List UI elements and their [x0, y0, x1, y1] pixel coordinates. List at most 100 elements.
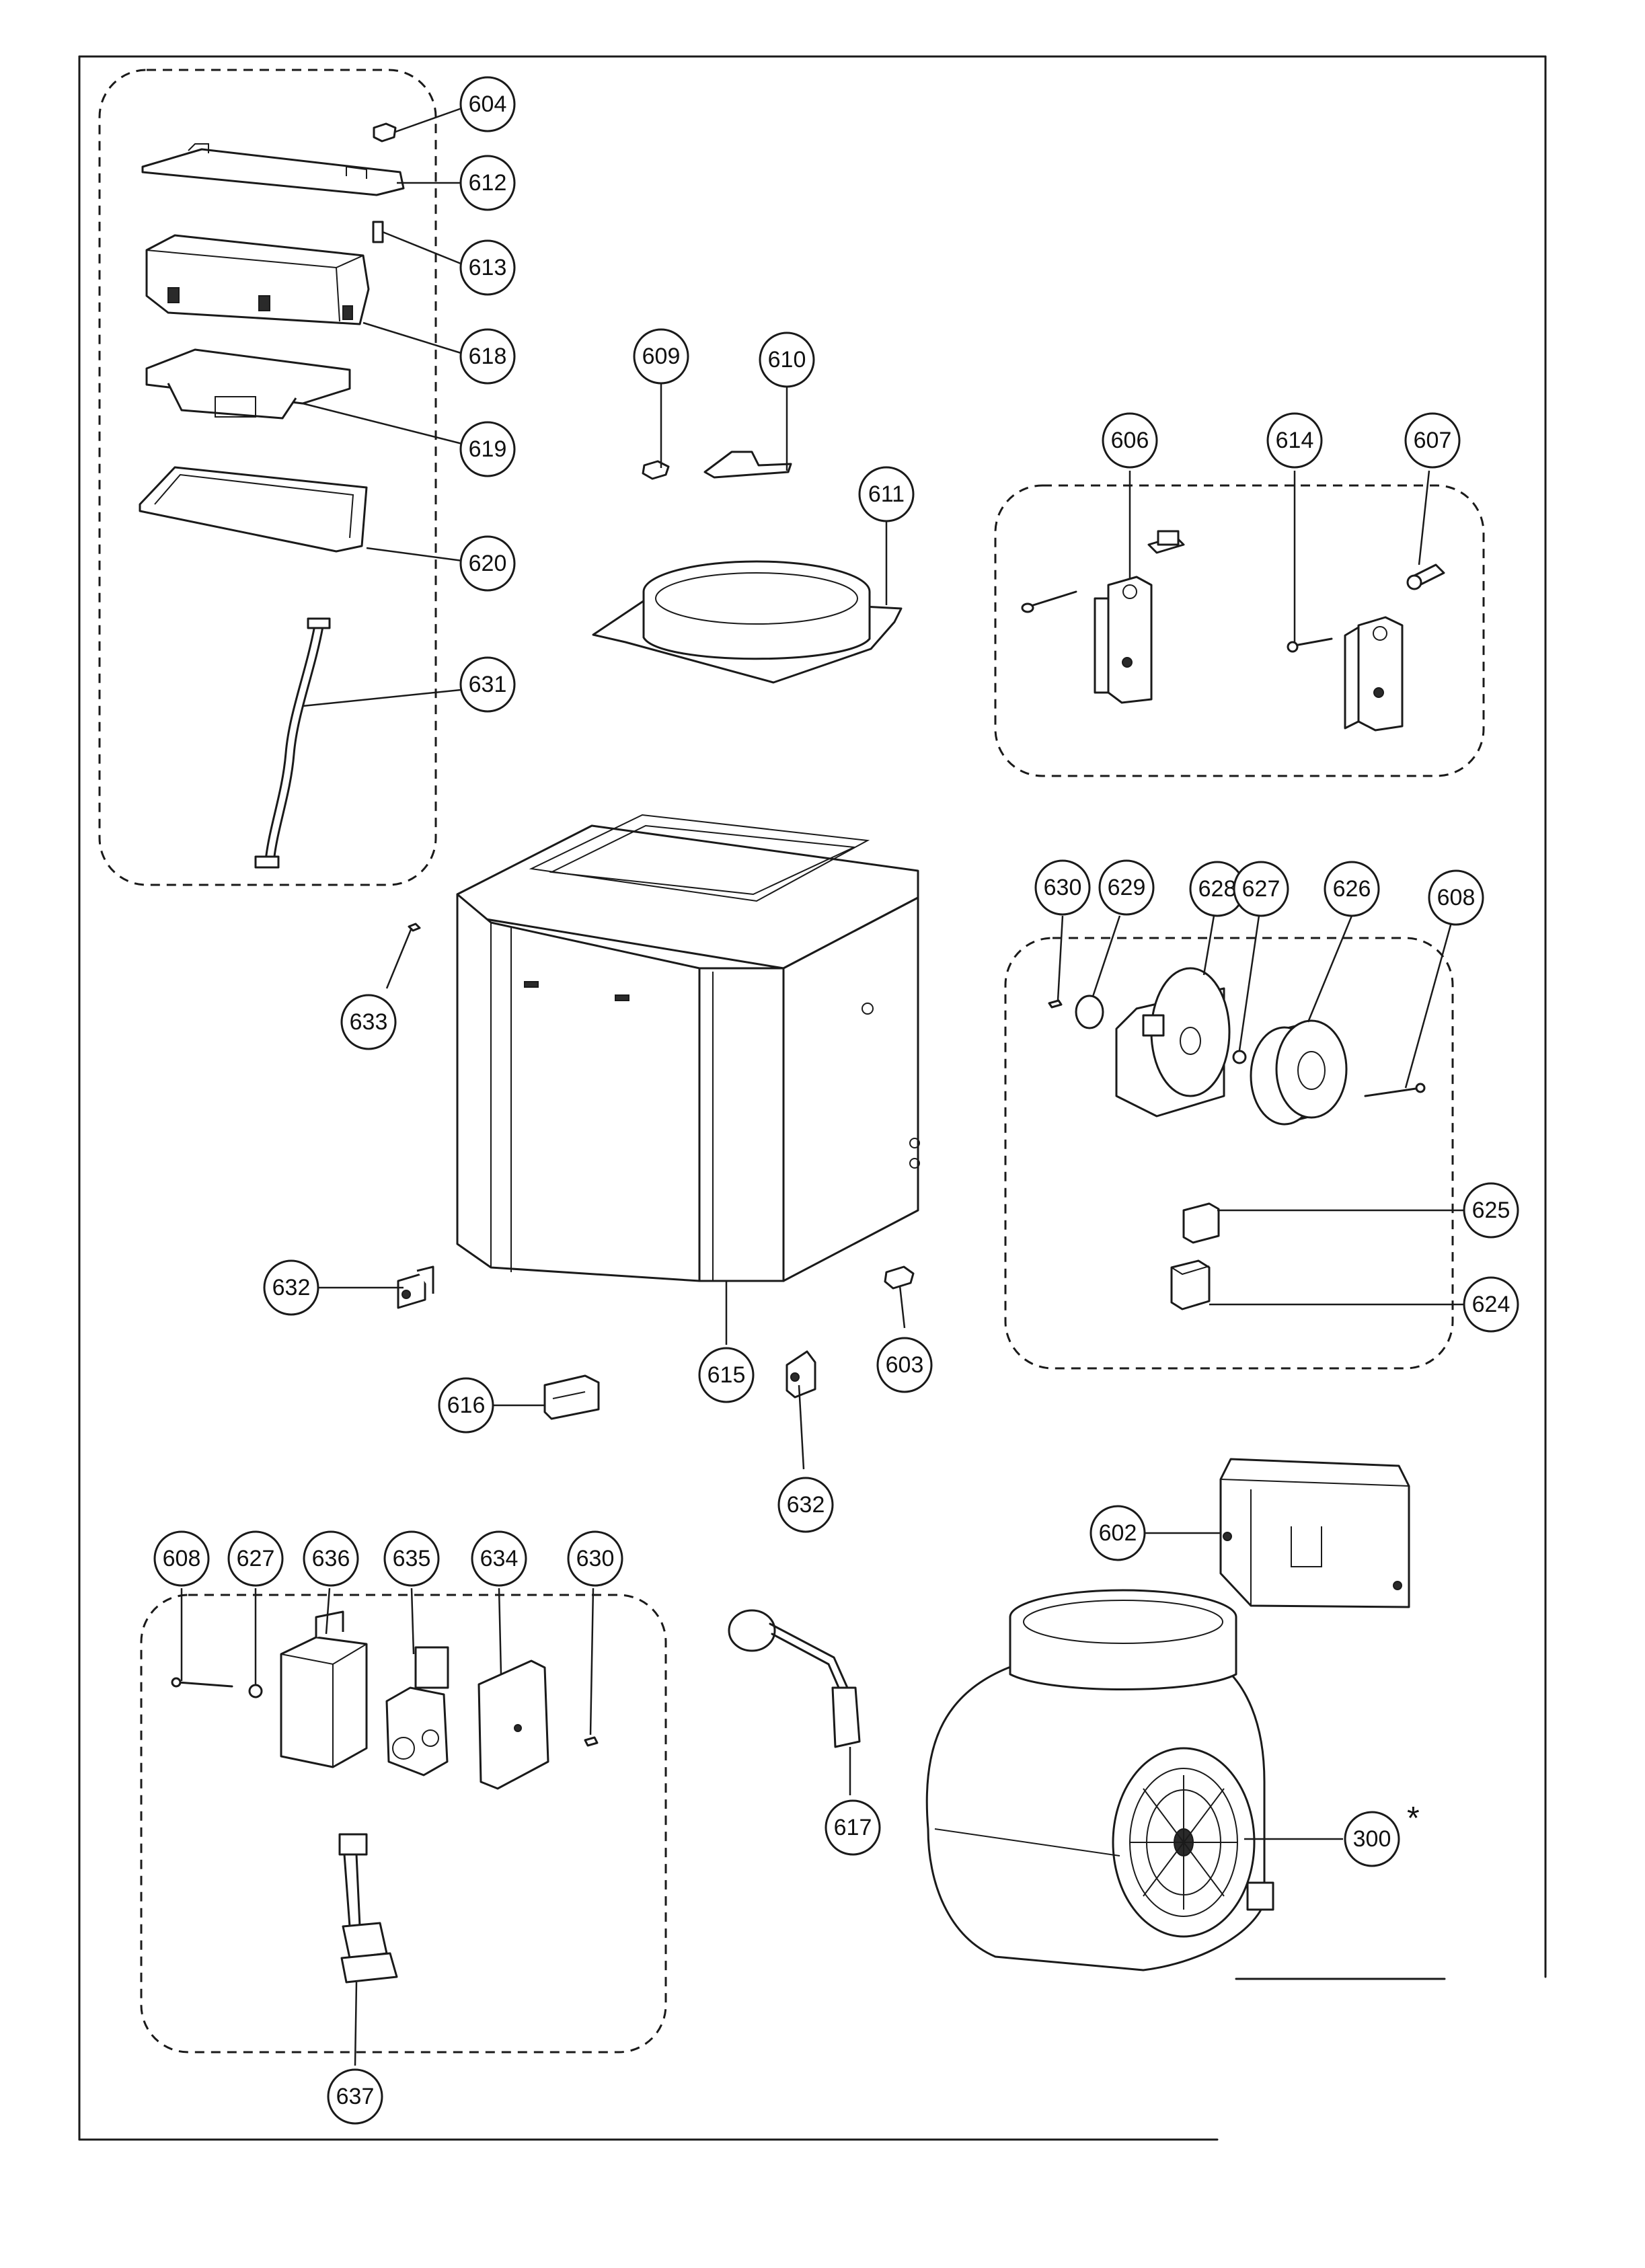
callout-609: 609 — [633, 328, 689, 385]
group-control-panel — [98, 69, 437, 886]
svg-text:625: 625 — [1472, 1198, 1510, 1223]
part-608-shaft — [1364, 1083, 1426, 1097]
part-628-motor — [1115, 967, 1231, 1118]
callout-617: 617 — [825, 1799, 881, 1856]
svg-text:611: 611 — [868, 481, 905, 507]
callout-625: 625 — [1463, 1182, 1519, 1239]
part-631-ribbon-cable — [254, 617, 331, 869]
svg-text:633: 633 — [350, 1009, 388, 1035]
page-frame — [78, 55, 1547, 2141]
svg-text:629: 629 — [1108, 875, 1146, 900]
part-624-connector — [1170, 1259, 1211, 1311]
svg-text:617: 617 — [834, 1815, 872, 1840]
callout-627-upper: 627 — [1233, 861, 1289, 917]
part-632-clip-bottom — [786, 1350, 816, 1399]
svg-text:614: 614 — [1276, 428, 1314, 453]
callout-613: 613 — [459, 239, 516, 296]
callout-300: 300 — [1344, 1811, 1400, 1867]
svg-text:631: 631 — [469, 672, 507, 697]
callout-610: 610 — [759, 331, 815, 388]
callout-607: 607 — [1404, 412, 1461, 469]
callout-614: 614 — [1266, 412, 1323, 469]
svg-text:604: 604 — [469, 91, 507, 117]
svg-text:616: 616 — [447, 1393, 486, 1418]
callout-626: 626 — [1324, 861, 1380, 917]
part-627-nut — [1232, 1050, 1247, 1064]
svg-text:603: 603 — [886, 1352, 924, 1378]
svg-text:608: 608 — [1437, 885, 1476, 910]
part-300-blower — [925, 1589, 1274, 1971]
callout-615: 615 — [698, 1347, 755, 1403]
part-616-clip — [543, 1374, 600, 1420]
callout-632-bottom: 632 — [777, 1477, 834, 1533]
part-604-knob — [373, 122, 397, 143]
part-620-button-frame — [139, 466, 368, 553]
part-636-switch-cover — [280, 1610, 368, 1768]
part-618-electronic-box — [145, 234, 370, 325]
svg-text:300: 300 — [1353, 1826, 1391, 1852]
callout-603: 603 — [876, 1337, 933, 1393]
svg-text:636: 636 — [312, 1546, 350, 1571]
svg-text:620: 620 — [469, 551, 507, 576]
callout-630-upper: 630 — [1034, 859, 1091, 916]
part-614-screw — [1287, 637, 1333, 653]
callout-636: 636 — [303, 1530, 359, 1587]
svg-text:619: 619 — [469, 436, 507, 462]
part-610-bracket — [703, 451, 792, 479]
callout-628: 628 — [1189, 861, 1246, 917]
svg-text:602: 602 — [1099, 1520, 1137, 1546]
part-635-switch — [385, 1646, 449, 1776]
svg-text:632: 632 — [787, 1492, 825, 1518]
svg-text:627: 627 — [1242, 876, 1280, 902]
group-switch-assembly — [140, 1594, 667, 2054]
svg-text:628: 628 — [1198, 876, 1237, 902]
callout-606: 606 — [1102, 412, 1158, 469]
part-613-spacer — [372, 221, 384, 243]
callout-611: 611 — [858, 466, 915, 522]
part-630-screw — [1048, 999, 1063, 1009]
svg-text:634: 634 — [480, 1546, 519, 1571]
callout-632-left: 632 — [263, 1259, 319, 1316]
svg-text:613: 613 — [469, 255, 507, 280]
svg-text:612: 612 — [469, 170, 507, 196]
callout-627-lower: 627 — [227, 1530, 284, 1587]
callout-630-lower: 630 — [567, 1530, 623, 1587]
part-630-screw-lower — [584, 1736, 599, 1747]
group-mounting-brackets — [994, 484, 1485, 777]
part-603-plug — [884, 1265, 915, 1290]
part-606-wall-bracket — [1021, 530, 1185, 704]
part-625-connector — [1182, 1202, 1220, 1244]
part-611-duct-ring — [592, 560, 903, 684]
part-607-wall-bracket — [1344, 563, 1445, 732]
callout-619: 619 — [459, 421, 516, 477]
part-609-clip — [642, 460, 670, 480]
part-602-bracket — [1219, 1458, 1410, 1608]
callout-618: 618 — [459, 328, 516, 385]
callout-629: 629 — [1098, 859, 1155, 916]
asterisk-note: * — [1407, 1801, 1420, 1836]
callout-602: 602 — [1089, 1505, 1146, 1561]
svg-text:608: 608 — [163, 1546, 201, 1571]
callout-637: 637 — [327, 2068, 383, 2125]
svg-text:630: 630 — [1044, 875, 1082, 900]
part-617-cable — [728, 1609, 861, 1748]
part-615-hood-housing — [456, 814, 920, 1282]
callout-633: 633 — [340, 994, 397, 1050]
part-626-fan-wheel — [1250, 1019, 1348, 1126]
svg-text:632: 632 — [272, 1275, 311, 1300]
callout-634: 634 — [471, 1530, 527, 1587]
part-632-clip-left — [397, 1265, 434, 1309]
part-634-circuit-board — [477, 1659, 549, 1790]
callout-604: 604 — [459, 76, 516, 132]
svg-text:606: 606 — [1111, 428, 1149, 453]
callout-616: 616 — [438, 1377, 494, 1434]
svg-text:627: 627 — [237, 1546, 275, 1571]
svg-text:630: 630 — [576, 1546, 615, 1571]
callout-624: 624 — [1463, 1276, 1519, 1333]
callout-612: 612 — [459, 155, 516, 211]
part-608-shaft-lower — [171, 1677, 233, 1688]
part-627-nut-lower — [248, 1684, 263, 1698]
svg-text:635: 635 — [393, 1546, 431, 1571]
svg-text:610: 610 — [768, 347, 806, 373]
